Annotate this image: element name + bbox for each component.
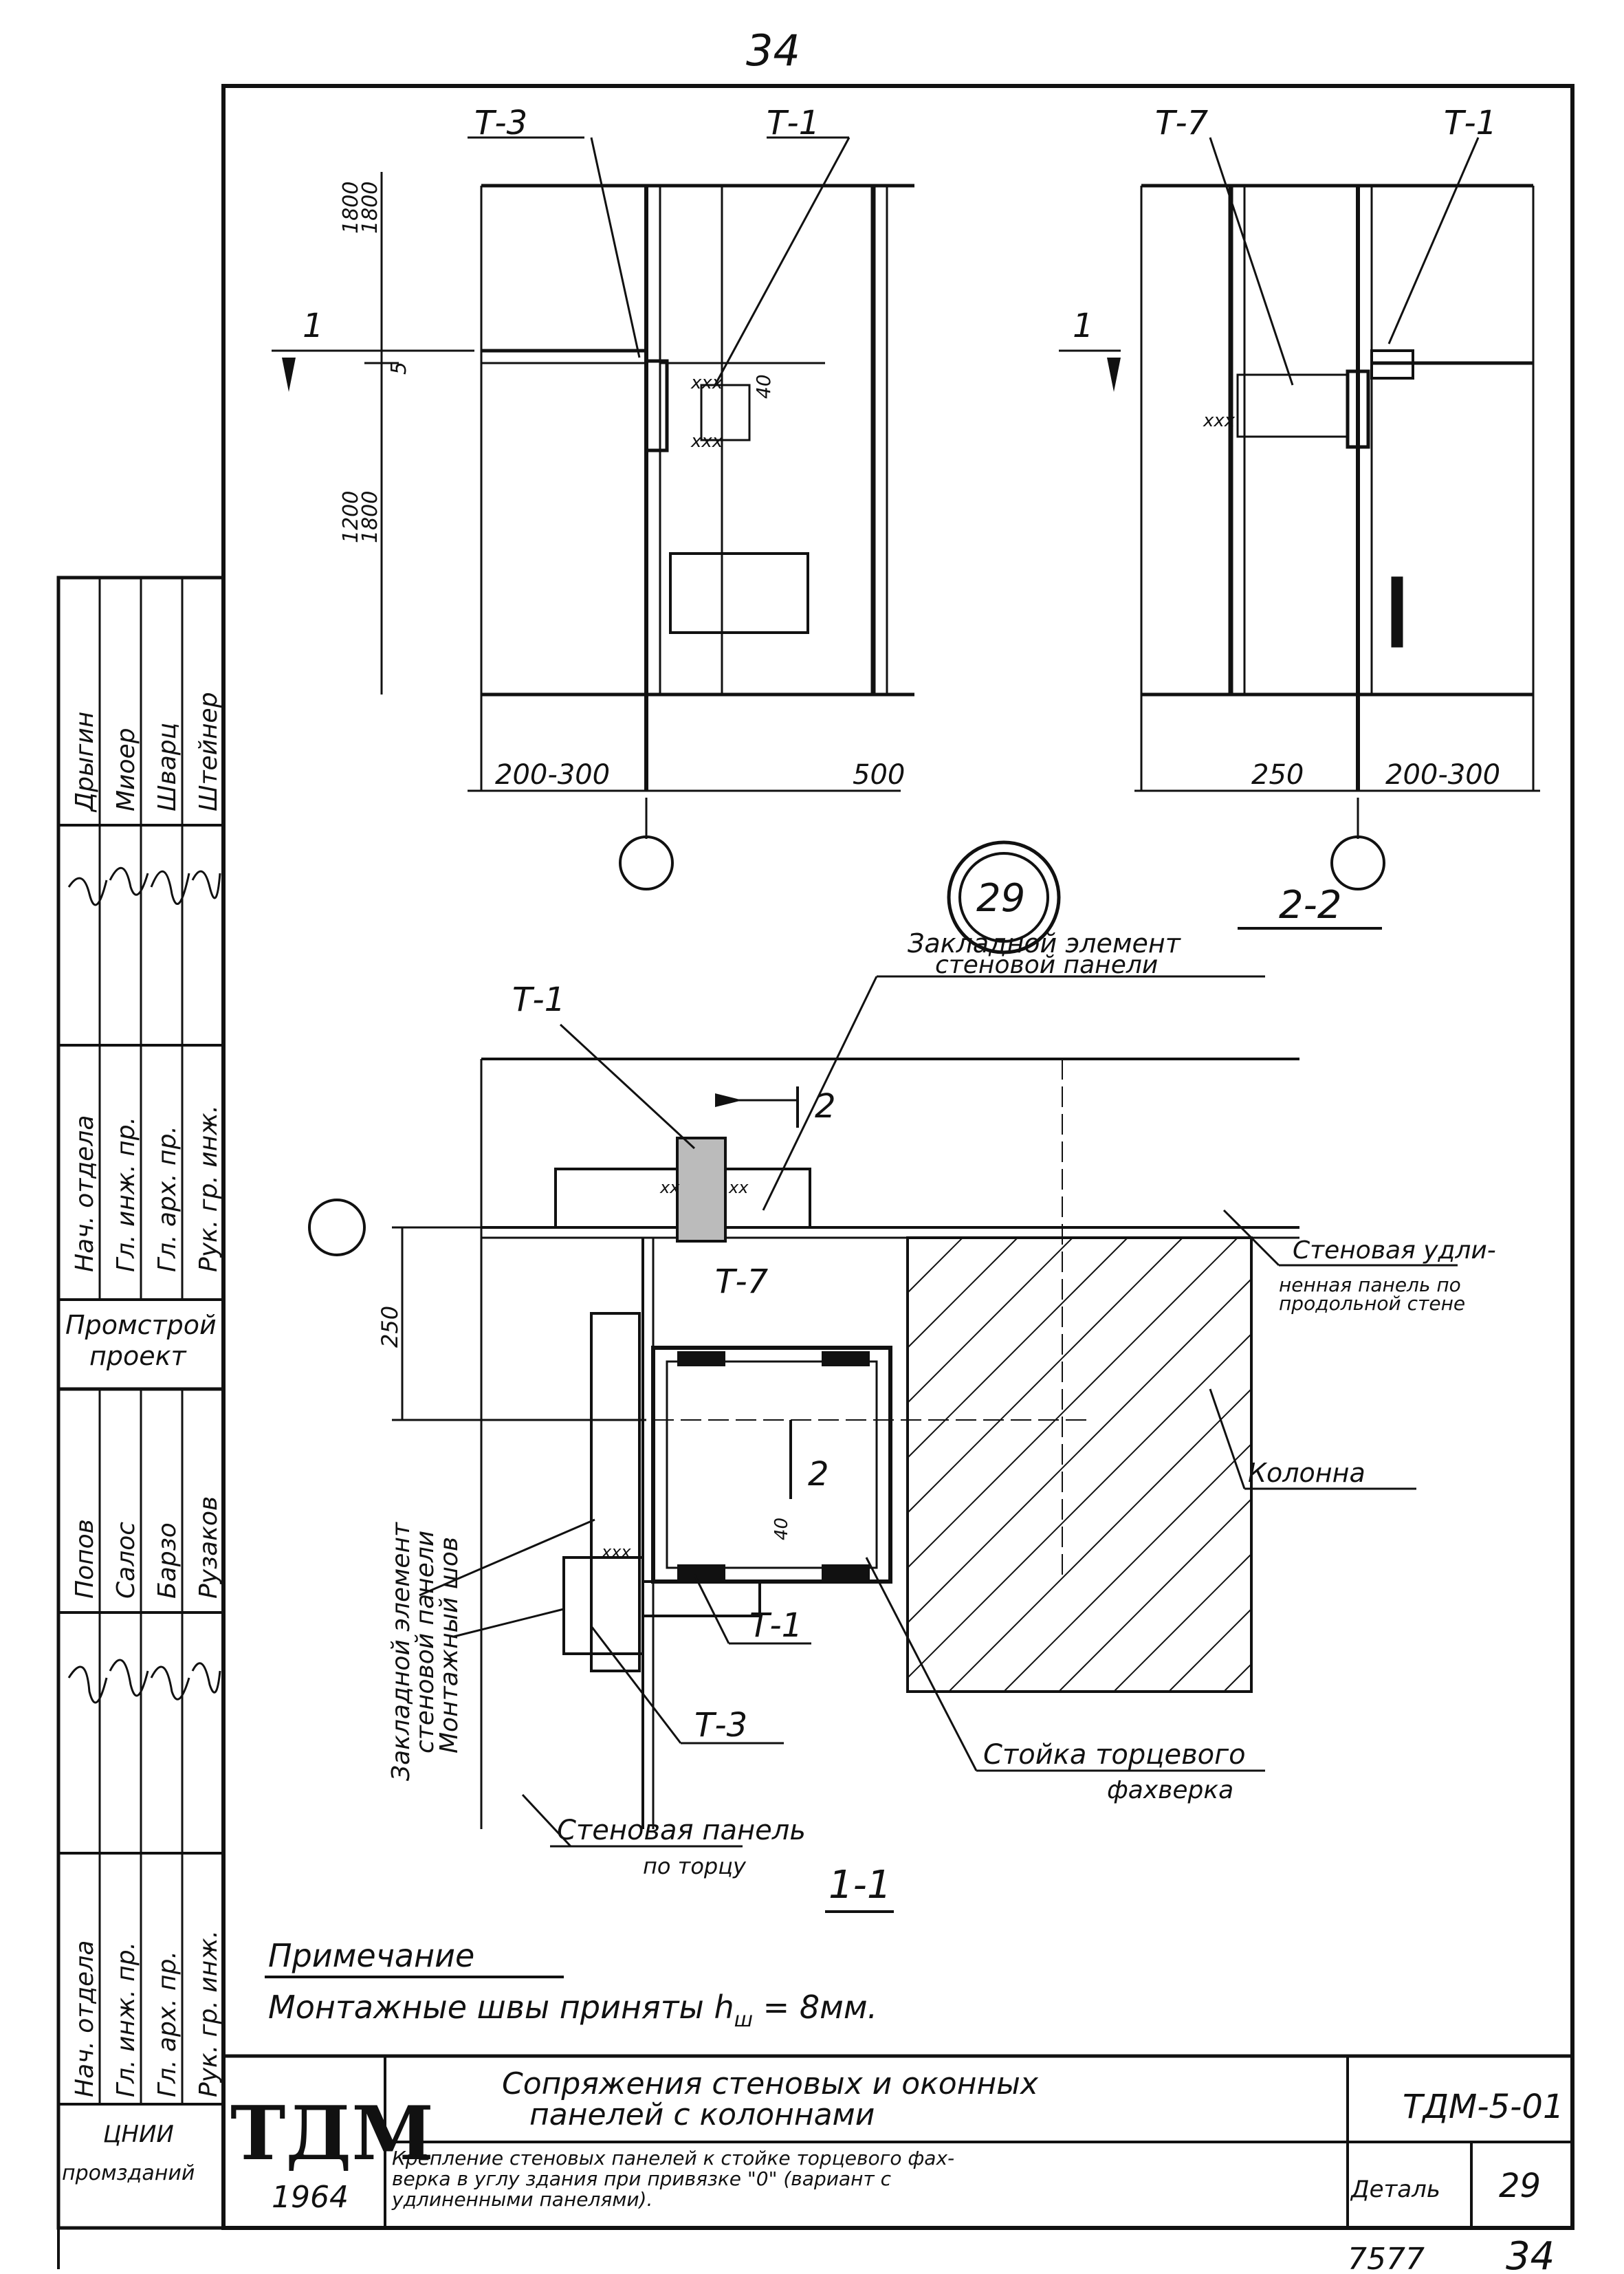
plan-dim-250: 250 bbox=[377, 1306, 403, 1348]
upper-left-elevation: xxx xxx bbox=[272, 136, 1121, 890]
sidebar-role-4: Рук. гр. инж. bbox=[195, 1105, 223, 1272]
svg-text:xx: xx bbox=[728, 1178, 749, 1197]
ul-dim-40: 40 bbox=[752, 374, 775, 399]
plan-label-t3: Т-3 bbox=[694, 1706, 747, 1745]
ul-dim-top-b: 1800 bbox=[358, 182, 382, 234]
sidebar2-role-1: Нач. отдела bbox=[71, 1940, 99, 2097]
drawing-code: ТДМ-5-01 bbox=[1403, 2088, 1564, 2126]
detail-circle-number: 29 bbox=[976, 876, 1025, 921]
footer-number: 7577 bbox=[1348, 2242, 1425, 2274]
footer-page: 34 bbox=[1506, 2234, 1555, 2274]
plan-section-marker-mid: 2 bbox=[808, 1455, 829, 1494]
end-post-line2: фахверка bbox=[1107, 1776, 1233, 1804]
ul-dim-right: 500 bbox=[853, 759, 905, 791]
column-label: Колонна bbox=[1248, 1458, 1365, 1488]
ul-dim-low-a: 1200 bbox=[339, 491, 363, 543]
plan-label-t7: Т-7 bbox=[715, 1262, 769, 1301]
sidebar-name-2: Миоер bbox=[112, 728, 140, 811]
title-line1: Сопряжения стеновых и оконных bbox=[502, 2066, 1039, 2101]
svg-text:xxx: xxx bbox=[690, 431, 723, 452]
ul-section-mark: 1 bbox=[303, 307, 324, 345]
end-post-line1: Стойка торцевого bbox=[983, 1739, 1246, 1771]
subtitle-line1: Крепление стеновых панелей к стойке торц… bbox=[392, 2147, 954, 2169]
sidebar-name-3: Шварц bbox=[153, 723, 182, 811]
detail-number: 29 bbox=[1499, 2167, 1541, 2205]
sidebar-org2-line2: промзданий bbox=[62, 2161, 195, 2185]
svg-text:xxx: xxx bbox=[690, 373, 723, 393]
note-text: Монтажные швы приняты hш = 8мм. bbox=[268, 1989, 877, 2032]
ul-dim-mid: 5 bbox=[387, 362, 411, 375]
sidebar2-name-2: Салос bbox=[112, 1522, 140, 1599]
ul-label-t1: Т-1 bbox=[767, 104, 820, 142]
ul-dim-top-a: 1800 bbox=[339, 182, 363, 234]
sidebar-org-line2: проект bbox=[89, 1341, 188, 1371]
ul-dim-left: 200-300 bbox=[495, 759, 610, 791]
sidebar-name-1: Дрыгин bbox=[71, 712, 99, 813]
title-line2: панелей с колоннами bbox=[529, 2097, 875, 2132]
ur-label-t7: Т-7 bbox=[1155, 104, 1209, 142]
main-frame bbox=[221, 84, 1574, 2230]
wall-panel-long-line3: продольной стене bbox=[1279, 1292, 1465, 1315]
ur-dim-left: 250 bbox=[1251, 759, 1304, 791]
sidebar2-name-3: Барзо bbox=[153, 1522, 182, 1599]
sidebar-org-line1: Промстрой bbox=[65, 1310, 217, 1340]
section-2-2-label: 2-2 bbox=[1279, 883, 1341, 928]
plan-label-t1-top: Т-1 bbox=[512, 981, 565, 1019]
embedded-element-line2: стеновой панели bbox=[935, 951, 1158, 979]
ul-dim-low-b: 1800 bbox=[358, 491, 382, 543]
detail-label: Деталь bbox=[1350, 2176, 1440, 2203]
sidebar-role-2: Гл. инж. пр. bbox=[112, 1117, 140, 1272]
sidebar-role-1: Нач. отдела bbox=[71, 1115, 99, 1272]
wall-panel-end-line2: по торцу bbox=[643, 1853, 747, 1879]
embedded-element-line1: Закладной элемент bbox=[908, 928, 1182, 959]
vertical-label-3: Монтажный шов bbox=[435, 1537, 463, 1753]
sidebar-org2-line1: ЦНИИ bbox=[103, 2121, 174, 2148]
subtitle-line2: верка в углу здания при привязке "0" (ва… bbox=[392, 2167, 892, 2190]
vertical-label-1: Закладной элемент bbox=[387, 1522, 415, 1781]
sidebar2-name-1: Попов bbox=[71, 1519, 99, 1599]
sidebar2-role-3: Гл. арх. пр. bbox=[153, 1951, 182, 2097]
ur-dim-right: 200-300 bbox=[1385, 759, 1500, 791]
sidebar2-role-2: Гл. инж. пр. bbox=[112, 1942, 140, 2097]
sidebar-role-3: Гл. арх. пр. bbox=[153, 1126, 182, 1272]
plan-section-marker-top: 2 bbox=[815, 1087, 836, 1126]
note-heading: Примечание bbox=[268, 1937, 474, 1974]
detail-circle-outer bbox=[947, 840, 1061, 954]
vertical-label-2: стеновой панели bbox=[411, 1531, 439, 1753]
wall-panel-long-line2: ненная панель по bbox=[1279, 1273, 1461, 1296]
svg-text:xxx: xxx bbox=[1203, 411, 1236, 431]
upper-right-elevation: xxx bbox=[1134, 137, 1540, 930]
plan-label-t1-bottom: Т-1 bbox=[749, 1606, 802, 1645]
subtitle-line3: удлиненными панелями). bbox=[391, 2188, 652, 2211]
sidebar2-name-4: Рузаков bbox=[195, 1496, 223, 1599]
page-number-top: 34 bbox=[746, 25, 800, 76]
plan-view: xx xx bbox=[308, 975, 1458, 1913]
ur-label-t1: Т-1 bbox=[1444, 104, 1497, 142]
ul-section-mark-right: 1 bbox=[1073, 307, 1094, 345]
section-1-1-label: 1-1 bbox=[829, 1863, 891, 1907]
wall-panel-long-line1: Стеновая удли- bbox=[1293, 1236, 1496, 1265]
wall-panel-end-line1: Стеновая панель bbox=[557, 1815, 806, 1846]
year: 1964 bbox=[272, 2180, 349, 2215]
ul-label-t3: Т-3 bbox=[474, 104, 527, 142]
logo: ТДМ bbox=[230, 2090, 434, 2177]
title-block bbox=[223, 2054, 1572, 2228]
detail-circle-inner bbox=[958, 852, 1049, 943]
sidebar bbox=[56, 576, 226, 2230]
svg-text:xxx: xxx bbox=[601, 1542, 631, 1562]
plan-dim-40: 40 bbox=[771, 1518, 792, 1540]
svg-text:xx: xx bbox=[659, 1178, 680, 1197]
sidebar-name-4: Штейнер bbox=[195, 692, 223, 811]
sidebar2-role-4: Рук. гр. инж. bbox=[195, 1930, 223, 2097]
